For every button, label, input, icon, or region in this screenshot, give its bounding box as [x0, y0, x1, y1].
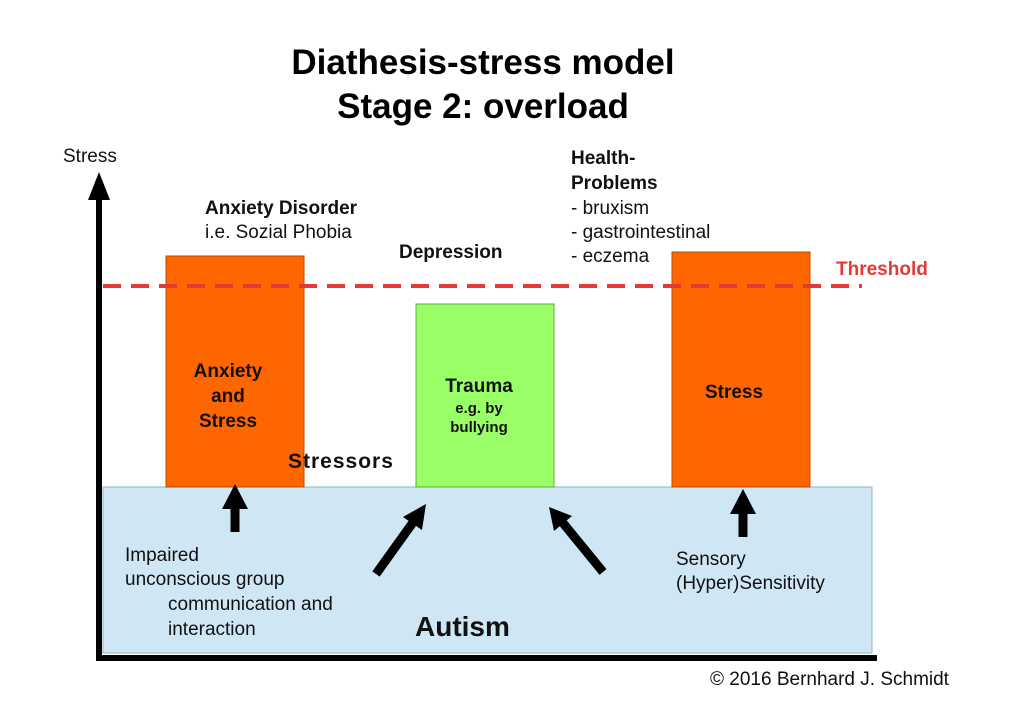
anxiety-bar: [165, 255, 305, 488]
trauma-bar-label-sub-1: e.g. by: [455, 399, 503, 417]
trauma-bar: [415, 303, 555, 488]
title-line-1: Diathesis-stress model: [291, 43, 675, 82]
anxiety-bar-label-line-3: Stress: [198, 410, 258, 432]
stressors-label: Stressors: [288, 450, 394, 473]
arrow-up-right: [730, 489, 756, 537]
base-left-text-line-4: interaction: [168, 619, 256, 640]
health-problems-heading-line-2: Problems: [571, 173, 658, 194]
arrow-diagonal-up-left: [549, 507, 607, 575]
threshold-label: Threshold: [836, 259, 928, 280]
base-right-text-line-2: (Hyper)Sensitivity: [676, 573, 825, 594]
arrow-up-left: [222, 484, 248, 532]
y-axis-arrowhead: [88, 172, 110, 200]
stress-bar: [671, 251, 811, 488]
autism-label: Autism: [415, 611, 510, 642]
anxiety-bar-label: Anxiety and Stress: [166, 355, 290, 437]
depression-heading: Depression: [399, 242, 503, 263]
health-problem-item-3: - eczema: [571, 246, 650, 267]
base-left-text-line-1: Impaired: [125, 545, 199, 566]
arrow-diagonal-up-right: [372, 504, 426, 577]
trauma-bar-label: Trauma e.g. by bullying: [416, 370, 542, 440]
title-line-2: Stage 2: overload: [337, 87, 629, 126]
copyright-text: © 2016 Bernhard J. Schmidt: [710, 669, 949, 690]
stress-bar-label-main: Stress: [704, 381, 764, 403]
trauma-bar-label-main: Trauma: [445, 375, 513, 397]
anxiety-disorder-subtitle: i.e. Sozial Phobia: [205, 222, 352, 243]
health-problems-heading-line-1: Health-: [571, 148, 636, 169]
base-left-text-line-3: communication and: [168, 594, 333, 615]
anxiety-disorder-heading: Anxiety Disorder: [205, 198, 358, 219]
health-problem-item-1: - bruxism: [571, 198, 650, 219]
stress-bar-label: Stress: [672, 378, 796, 406]
trauma-bar-label-sub-2: bullying: [450, 418, 508, 436]
anxiety-bar-label-line-2: and: [211, 385, 245, 407]
y-axis-label: Stress: [63, 146, 117, 167]
health-problem-item-2: - gastrointestinal: [571, 222, 711, 243]
base-right-text-line-1: Sensory: [676, 549, 746, 570]
base-left-text-line-2: unconscious group: [125, 569, 285, 590]
anxiety-bar-label-line-1: Anxiety: [193, 360, 263, 382]
